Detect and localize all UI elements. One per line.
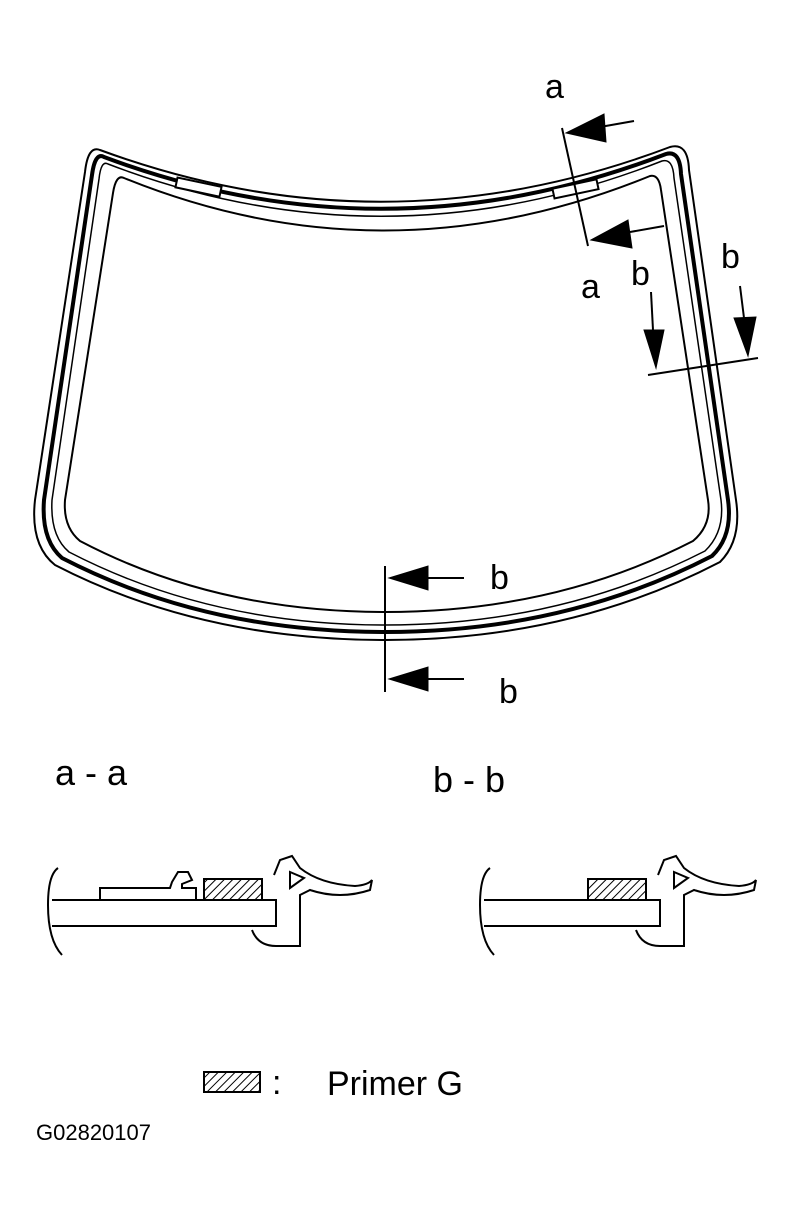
arrow-b-upper-head: [387, 565, 429, 591]
windshield: [33, 145, 739, 642]
cut-line-a: [561, 127, 589, 247]
bb-primer-g: [587, 878, 647, 901]
aa-glass: [52, 899, 277, 927]
arrow-a-bottom-head: [589, 219, 633, 249]
arrow-a-top-shaft: [599, 120, 635, 128]
arrow-b-outer-head: [733, 316, 757, 358]
arrow-b-inner-shaft: [650, 291, 654, 331]
figure-code: G02820107: [36, 1120, 151, 1145]
label-b-bottom-upper: b: [490, 559, 509, 597]
bb-body-flange: [635, 854, 757, 947]
cut-line-b-right: [647, 357, 759, 376]
bb-break-line: [478, 867, 495, 956]
aa-body-flange: [251, 854, 373, 947]
section-aa-drawing: [46, 854, 373, 956]
legend-separator: :: [272, 1064, 281, 1102]
aa-molding: [99, 871, 197, 900]
label-a-bottom: a: [581, 268, 600, 306]
arrow-b-lower-head: [387, 666, 429, 692]
label-b-bottom-lower: b: [499, 673, 518, 711]
aa-break-line: [46, 867, 63, 956]
section-a-cut: [561, 113, 665, 249]
section-b-cut-bottom: [384, 565, 464, 692]
mirror-bracket-left: [174, 176, 223, 198]
arrow-b-inner-head: [643, 329, 665, 370]
bb-dam-triangle: [673, 870, 691, 890]
arrow-a-bottom-shaft: [629, 225, 665, 233]
section-aa-title: a - a: [55, 752, 128, 793]
label-a-top: a: [545, 68, 564, 106]
legend-label: Primer G: [327, 1065, 463, 1103]
section-b-cut-right: [643, 285, 759, 376]
section-bb-drawing: [478, 854, 757, 956]
bb-glass: [484, 899, 661, 927]
label-b-right-outer: b: [721, 238, 740, 276]
aa-dam-triangle: [289, 870, 307, 890]
legend: : Primer G: [203, 1064, 463, 1103]
windshield-molding-line-1: [41, 151, 731, 635]
arrow-b-outer-shaft: [739, 285, 745, 319]
section-bb-title: b - b: [433, 759, 505, 800]
aa-primer-g: [203, 878, 263, 901]
windshield-ceramic-border: [63, 174, 710, 614]
legend-primer-swatch: [203, 1071, 261, 1093]
arrow-a-top-head: [564, 113, 607, 143]
windshield-outer-edge: [33, 145, 739, 642]
label-b-right-inner: b: [631, 255, 650, 293]
windshield-molding-line-2: [51, 159, 723, 626]
